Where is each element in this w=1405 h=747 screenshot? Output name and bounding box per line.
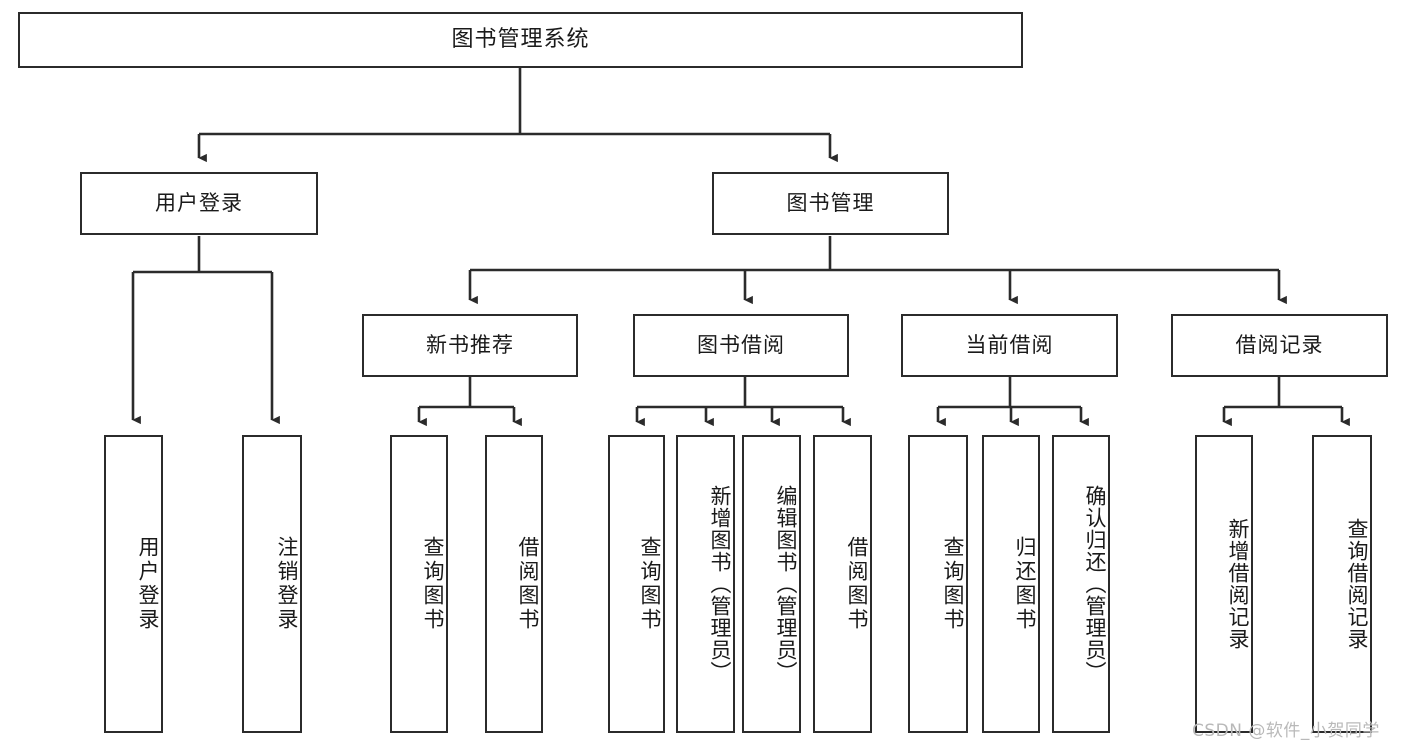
node-leaf-borrow-book-2[interactable]: 借阅图书 xyxy=(813,435,872,733)
node-label: 查询图书 xyxy=(421,536,445,632)
node-label: 归还图书 xyxy=(1013,536,1037,632)
node-label: 借阅记录 xyxy=(1235,332,1324,357)
node-label: 新书推荐 xyxy=(426,332,514,357)
node-leaf-user-logout[interactable]: 注销登录 xyxy=(242,435,302,733)
node-user-login[interactable]: 用户登录 xyxy=(80,172,318,235)
node-leaf-query-record[interactable]: 查询借阅记录 xyxy=(1312,435,1372,733)
node-label: 查询图书 xyxy=(638,536,662,632)
node-leaf-user-login[interactable]: 用户登录 xyxy=(104,435,163,733)
node-label: 图书管理系统 xyxy=(451,26,590,52)
node-current-borrow[interactable]: 当前借阅 xyxy=(901,314,1118,377)
node-leaf-return-book[interactable]: 归还图书 xyxy=(982,435,1040,733)
node-label: 当前借阅 xyxy=(965,332,1054,357)
csdn-watermark: CSDN @软件_小贺同学 xyxy=(1192,716,1380,741)
watermark-text: CSDN @软件_小贺同学 xyxy=(1192,721,1380,741)
node-book-manage[interactable]: 图书管理 xyxy=(712,172,949,235)
node-book-borrow[interactable]: 图书借阅 xyxy=(633,314,849,377)
node-leaf-add-book[interactable]: 新增图书（管理员） xyxy=(676,435,735,733)
node-leaf-query-book-1[interactable]: 查询图书 xyxy=(390,435,448,733)
node-label: 借阅图书 xyxy=(516,536,540,632)
node-label: 新增图书（管理员） xyxy=(708,485,732,683)
node-label: 查询图书 xyxy=(941,536,965,632)
node-leaf-query-book-3[interactable]: 查询图书 xyxy=(908,435,968,733)
node-label: 用户登录 xyxy=(155,190,243,215)
node-leaf-add-record[interactable]: 新增借阅记录 xyxy=(1195,435,1253,733)
node-leaf-confirm-return[interactable]: 确认归还（管理员） xyxy=(1052,435,1110,733)
node-label: 确认归还（管理员） xyxy=(1083,485,1107,683)
node-label: 查询借阅记录 xyxy=(1345,518,1369,650)
node-new-book-recommend[interactable]: 新书推荐 xyxy=(362,314,578,377)
node-label: 图书借阅 xyxy=(697,332,785,357)
node-leaf-edit-book[interactable]: 编辑图书（管理员） xyxy=(742,435,801,733)
node-label: 用户登录 xyxy=(136,536,160,632)
node-label: 新增借阅记录 xyxy=(1226,518,1250,650)
node-leaf-query-book-2[interactable]: 查询图书 xyxy=(608,435,665,733)
node-leaf-borrow-book-1[interactable]: 借阅图书 xyxy=(485,435,543,733)
node-label: 注销登录 xyxy=(275,536,299,632)
node-label: 编辑图书（管理员） xyxy=(774,485,798,683)
node-label: 图书管理 xyxy=(786,190,875,215)
node-label: 借阅图书 xyxy=(845,536,869,632)
node-borrow-record[interactable]: 借阅记录 xyxy=(1171,314,1388,377)
node-root-title[interactable]: 图书管理系统 xyxy=(18,12,1023,68)
